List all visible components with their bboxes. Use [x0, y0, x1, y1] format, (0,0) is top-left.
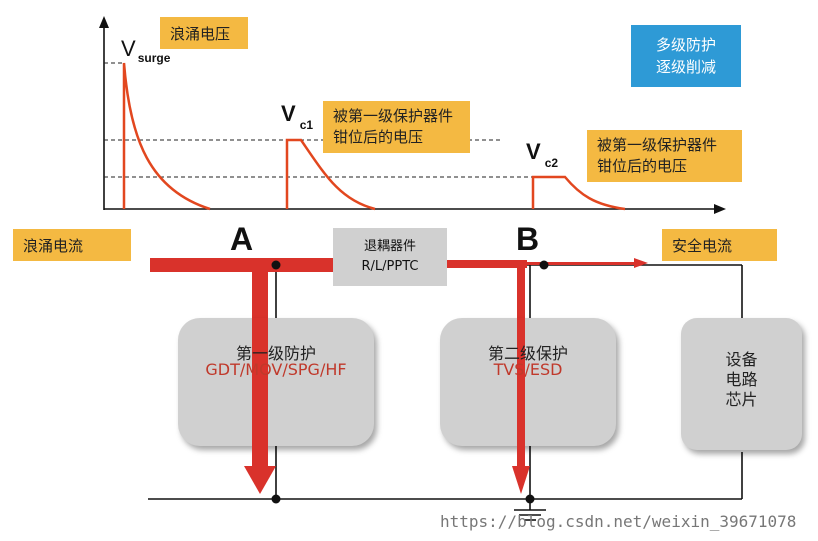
mid-current-bar: [447, 260, 527, 268]
surge-current-bar: [150, 258, 340, 272]
c1-description: 被第一级保护器件钳位后的电压: [323, 101, 470, 153]
stage2-panel: [440, 318, 616, 446]
safe-current-arrow: [634, 258, 648, 268]
surge-voltage-label: 浪涌电压: [160, 17, 248, 49]
stage1-devices: GDT/MOV/SPG/HF: [205, 360, 347, 379]
source-watermark: https://blog.csdn.net/weixin_39671078: [440, 512, 797, 531]
node-b-label: B: [516, 221, 540, 257]
summary-box: 多级防护逐级削减: [631, 25, 741, 87]
stage1-panel: [178, 318, 374, 446]
waveform-axes: [99, 16, 726, 214]
safe-current-label: 安全电流: [662, 229, 777, 261]
stage2-shunt-arrow: [512, 466, 530, 494]
equipment-panel: [681, 318, 802, 450]
equipment-label: 设备电路芯片: [725, 350, 758, 409]
surge-pulse: [122, 62, 211, 211]
safe-current-line: [527, 262, 637, 265]
surge-current-label: 浪涌电流: [13, 229, 131, 261]
node-a-label: A: [230, 221, 254, 257]
junction-dots: [271, 260, 549, 504]
stage1-shunt-arrow: [244, 466, 276, 494]
c2-description: 被第一级保护器件钳位后的电压: [587, 130, 742, 182]
stage2-title: 第二级保护: [487, 344, 568, 363]
stage1-title: 第一级防护: [235, 344, 316, 363]
surge-waveforms: [122, 62, 626, 211]
clamped-pulse-1: [285, 138, 376, 211]
clamped-pulse-2: [531, 175, 626, 211]
stage2-devices: TVS/ESD: [493, 360, 563, 379]
